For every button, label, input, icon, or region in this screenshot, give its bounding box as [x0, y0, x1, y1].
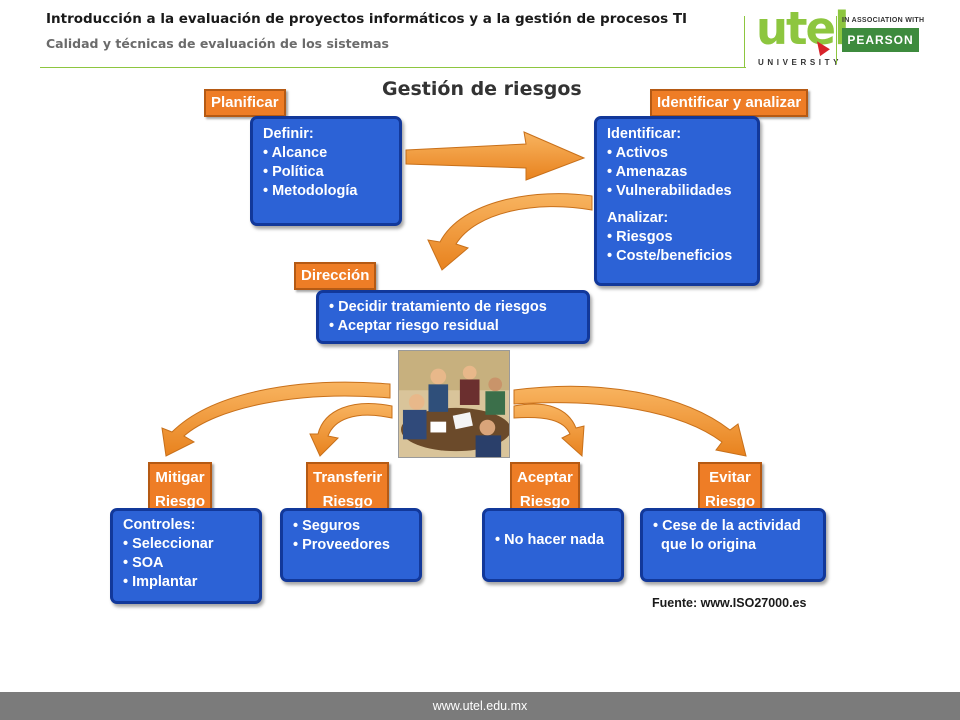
logo-divider [836, 16, 837, 64]
label-aceptar-line: Riesgo [519, 493, 570, 510]
planificar-line: • Alcance [263, 145, 328, 161]
planificar-line: • Metodología [263, 183, 358, 199]
box-identificar-analizar: Identificar: • Activos • Amenazas • Vuln… [594, 116, 760, 286]
identificar-line: Identificar: [607, 126, 682, 142]
diagram-title: Gestión de riesgos [382, 78, 582, 100]
transferir-line: • Seguros [293, 518, 361, 534]
mitigar-line: • SOA [123, 555, 164, 571]
planificar-line: Definir: [263, 126, 314, 142]
label-evitar-line: Riesgo [705, 493, 756, 510]
box-aceptar-riesgo: • No hacer nada [482, 508, 624, 582]
utel-wordmark: utel [756, 2, 849, 55]
arrow-planificar-to-identificar [405, 131, 586, 181]
box-planificar: Definir: • Alcance • Política • Metodolo… [250, 116, 402, 226]
box-mitigar-riesgo: Controles: • Seleccionar • SOA • Implant… [110, 508, 262, 604]
header-divider [40, 67, 746, 68]
label-transferir-line: Riesgo [322, 493, 373, 510]
arrow-to-mitigar [161, 381, 391, 457]
flow-arrows [161, 131, 747, 458]
source-citation: Fuente: www.ISO27000.es [652, 596, 807, 610]
mitigar-line: Controles: [123, 517, 196, 533]
footer-bar: www.utel.edu.mx [0, 692, 960, 720]
arrow-to-aceptar [513, 403, 585, 458]
risk-management-diagram: Gestión de riesgos Planificar Definir: •… [106, 72, 836, 624]
transferir-line: • Proveedores [293, 537, 390, 553]
direccion-line: • Aceptar riesgo residual [329, 318, 499, 334]
evitar-line: que lo origina [653, 537, 757, 553]
arrow-to-evitar [513, 385, 747, 457]
identificar-line: • Vulnerabilidades [607, 183, 732, 199]
mitigar-line: • Implantar [123, 574, 198, 590]
label-direccion: Dirección [294, 262, 377, 290]
arrow-to-transferir [309, 403, 393, 457]
association-label: IN ASSOCIATION WITH [842, 17, 925, 24]
arrow-identificar-to-direccion [427, 193, 593, 271]
business-meeting-clipart [398, 350, 510, 458]
university-label: UNIVERSITY [758, 58, 843, 67]
label-mitigar-line: Mitigar [155, 469, 205, 486]
box-evitar-riesgo: • Cese de la actividad que lo origina [640, 508, 826, 582]
analizar-line: Analizar: [607, 210, 669, 226]
label-identificar-analizar: Identificar y analizar [650, 89, 809, 117]
planificar-line: • Política [263, 164, 324, 180]
evitar-line: • Cese de la actividad [653, 518, 801, 534]
box-direccion: • Decidir tratamiento de riesgos • Acept… [316, 290, 590, 344]
label-mitigar-line: Riesgo [155, 493, 206, 510]
identificar-line: • Amenazas [607, 164, 688, 180]
label-planificar: Planificar [204, 89, 286, 117]
mitigar-line: • Seleccionar [123, 536, 214, 552]
direccion-line: • Decidir tratamiento de riesgos [329, 299, 547, 315]
analizar-line: • Riesgos [607, 229, 673, 245]
aceptar-line: • No hacer nada [495, 532, 605, 548]
label-aceptar-line: Aceptar [517, 469, 573, 486]
footer-url: www.utel.edu.mx [432, 699, 528, 713]
identificar-line: • Activos [607, 145, 668, 161]
label-evitar-line: Evitar [709, 469, 751, 486]
box-transferir-riesgo: • Seguros • Proveedores [280, 508, 422, 582]
label-transferir-line: Transferir [313, 469, 383, 486]
analizar-line: • Coste/beneficios [607, 248, 733, 264]
slide-title: Introducción a la evaluación de proyecto… [46, 11, 688, 27]
header-vertical-divider [744, 16, 745, 68]
slide-subtitle: Calidad y técnicas de evaluación de los … [46, 36, 389, 51]
pearson-logo: PEARSON [842, 28, 919, 52]
